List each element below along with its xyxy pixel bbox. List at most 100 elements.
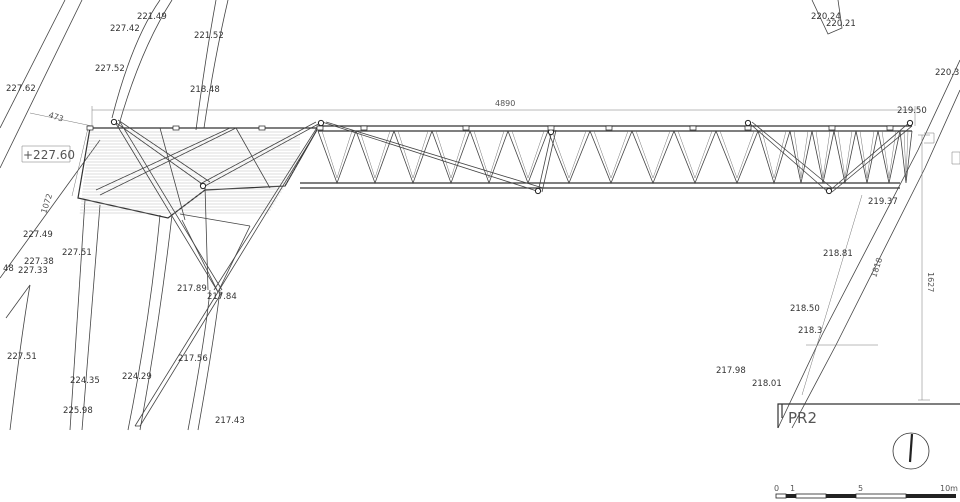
elevation-label: 219.37 <box>868 197 898 207</box>
terrain-contours-left <box>0 0 229 431</box>
contour-line <box>117 0 173 129</box>
truss-web-member <box>673 130 717 185</box>
truss-web-member <box>397 130 429 179</box>
elevation-label: 218.48 <box>190 85 220 95</box>
span-dimension-label: 4890 <box>495 99 515 108</box>
ramp-brace <box>179 213 251 227</box>
scale-segment <box>775 493 787 499</box>
contour-line <box>187 289 211 431</box>
ramp-brace <box>95 127 231 191</box>
deck-post <box>360 125 368 131</box>
contour-line <box>0 139 101 279</box>
elevation-label: 224.35 <box>70 376 100 386</box>
truss-joint <box>110 118 118 126</box>
scale-tick-label: 10m <box>940 484 958 493</box>
contour-line <box>81 204 101 431</box>
elevation-label: 224.29 <box>122 372 152 382</box>
elevation-label: 227.62 <box>6 84 36 94</box>
contour-line <box>0 0 66 129</box>
deck-post <box>689 125 697 131</box>
small-dimension-label: 473 <box>47 110 64 123</box>
truss-web-member <box>635 130 671 179</box>
scale-segment <box>906 494 956 498</box>
truss-web-member <box>715 130 759 185</box>
deck-post <box>744 125 752 131</box>
truss-web-member <box>547 130 591 185</box>
ramp-brace <box>235 127 271 189</box>
elevation-label: 217.89 <box>177 284 207 294</box>
elevation-label: 227.52 <box>95 64 125 74</box>
contour-line <box>139 214 173 431</box>
truss-web-member <box>431 130 471 185</box>
truss-web-member <box>393 130 433 185</box>
terrain-contours-right <box>777 0 960 429</box>
truss-joint <box>317 119 325 127</box>
elevation-label: 218.01 <box>752 379 782 389</box>
cable-diagonal <box>747 121 829 193</box>
contour-line <box>203 0 229 129</box>
truss-web-member <box>321 130 353 179</box>
truss-joint <box>199 182 207 190</box>
elevation-label: 218.81 <box>823 249 853 259</box>
truss-web-member <box>757 130 791 185</box>
elevation-labels: 221.49 227.42 221.52 227.52 218.48 227.6… <box>3 12 960 426</box>
deck-post <box>316 125 324 131</box>
truss-web-member <box>793 130 809 179</box>
scale-segment <box>795 493 827 499</box>
truss-web-member <box>551 130 587 179</box>
contour-line <box>811 0 843 35</box>
elevation-label: 219.50 <box>897 106 927 116</box>
section-outline <box>777 403 960 428</box>
truss-web-member <box>589 130 633 185</box>
elevation-label: 218.50 <box>790 304 820 314</box>
deck-post <box>86 125 94 131</box>
truss-web-member <box>719 130 755 179</box>
end-bracket <box>951 151 960 165</box>
deck-post <box>547 125 555 131</box>
elevation-label: 217.43 <box>215 416 245 426</box>
elevation-label: 217.98 <box>716 366 746 376</box>
right-diag-dimension-line <box>801 194 863 396</box>
north-arrow-circle <box>892 432 930 470</box>
north-arrow <box>892 432 930 470</box>
right-vertical-dimension-label: 1627 <box>926 272 935 292</box>
contour-line <box>0 0 83 169</box>
truss-joint <box>534 187 542 195</box>
truss-web-member <box>855 130 879 184</box>
elevation-label: 220.30 <box>935 68 960 78</box>
elevation-label: 221.49 <box>137 12 167 22</box>
deck-post <box>605 125 613 131</box>
deck-post <box>172 125 180 131</box>
ramp-brace <box>213 125 319 291</box>
support-leg <box>139 291 223 427</box>
truss-web <box>317 130 913 185</box>
deck-post <box>258 125 266 131</box>
elevation-label: 227.42 <box>110 24 140 34</box>
ramp-brace <box>117 119 211 183</box>
truss-web-member <box>507 130 549 185</box>
contour-line <box>111 0 161 119</box>
right-diag-dimension-label: 1818 <box>869 256 884 278</box>
deck-post <box>886 125 894 131</box>
truss-web-member <box>435 130 467 179</box>
ramp-brace <box>181 219 219 293</box>
scale-tick-label: 1 <box>790 484 795 493</box>
truss-web-member <box>881 130 897 179</box>
truss-joint <box>744 119 752 127</box>
truss-web-member <box>903 130 909 179</box>
elevation-label: 227.38 <box>24 257 54 267</box>
scale-tick-label: 0 <box>774 484 779 493</box>
elevation-label: 48 <box>3 264 14 274</box>
cable-diagonal <box>325 121 544 189</box>
ramp-deck-outline <box>77 127 320 219</box>
scale-tick-label: 5 <box>858 484 863 493</box>
contour-line <box>127 214 161 431</box>
elevation-label: 220.24 <box>811 12 841 22</box>
truss-web-member <box>677 130 713 179</box>
truss-web-member <box>355 130 395 185</box>
ramp-brace <box>99 127 237 196</box>
truss-web-member <box>593 130 629 179</box>
scale-segment <box>786 494 796 498</box>
main-level-label: +227.60 <box>23 148 75 162</box>
